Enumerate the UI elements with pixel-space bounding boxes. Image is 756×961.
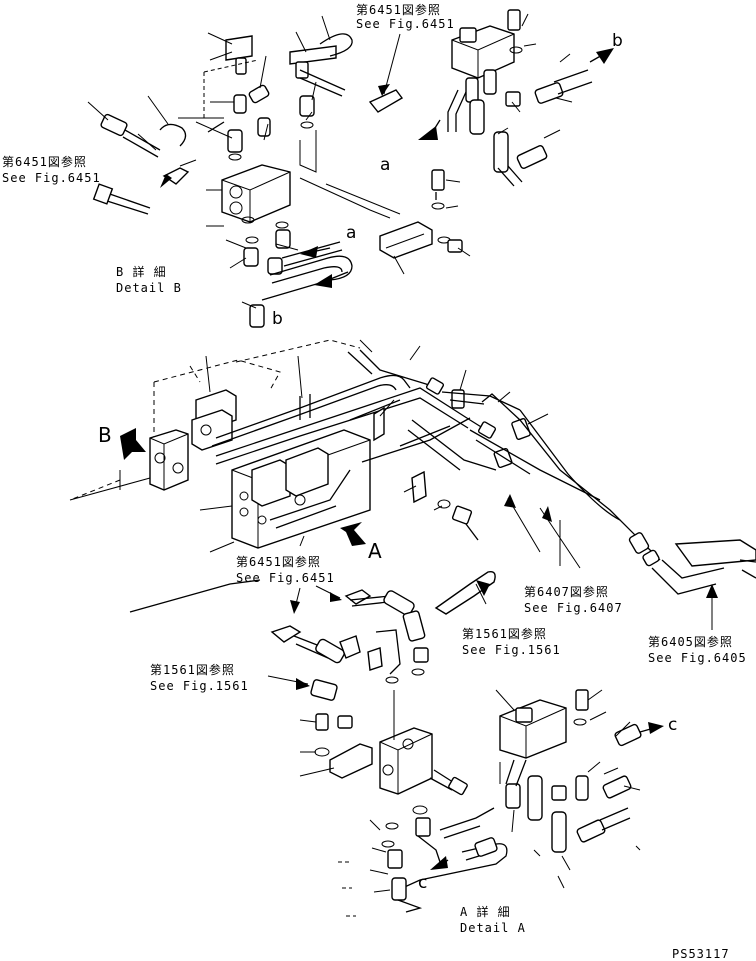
ref-fig6407-jp: 第6407図参照 [524, 584, 609, 599]
detail-b-assembly [87, 15, 353, 328]
view-marker-b: B [98, 423, 112, 447]
ref-fig6451-mid-jp: 第6451図参照 [236, 554, 321, 569]
marker-c-lower: c [418, 873, 427, 893]
ref-fig6451-mid-en: See Fig.6451 [236, 571, 335, 585]
marker-a-upper-right: a [380, 155, 390, 175]
ref-fig6451-left-en: See Fig.6451 [2, 171, 101, 185]
ref-fig1561-left-en: See Fig.1561 [150, 679, 249, 693]
view-marker-a: A [368, 539, 382, 563]
ref-fig1561-left-jp: 第1561図参照 [150, 662, 235, 677]
detail-b-title-en: Detail B [116, 281, 182, 295]
mounting-bracket-upper [299, 169, 471, 275]
ref-fig1561-right-en: See Fig.1561 [462, 643, 561, 657]
ref-fig6407-en: See Fig.6407 [524, 601, 623, 615]
detail-b-title-jp: B 詳 細 [116, 264, 167, 279]
drawing-number: PS53117 [672, 947, 730, 961]
ref-fig6405-en: See Fig.6405 [648, 651, 747, 665]
ref-fig6451-top-en: See Fig.6451 [356, 17, 455, 31]
marker-b-lower: b [272, 309, 283, 329]
detail-a-title-en: Detail A [460, 921, 526, 935]
detail-a-title-jp: A 詳 細 [460, 904, 511, 919]
detail-b-solenoid-valve [368, 9, 614, 187]
marker-a-upper: a [346, 223, 356, 243]
ref-fig1561-right-jp: 第1561図参照 [462, 626, 547, 641]
arrow-markers: a a b b c c B A [98, 31, 677, 893]
marker-c-right: c [668, 715, 677, 735]
marker-b-upper: b [612, 31, 623, 51]
detail-a-assembly [267, 571, 664, 917]
ref-fig6451-left-jp: 第6451図参照 [2, 154, 87, 169]
ref-fig6451-top-jp: 第6451図参照 [356, 2, 441, 17]
ref-fig6405-jp: 第6405図参照 [648, 634, 733, 649]
main-assembly [69, 339, 756, 630]
